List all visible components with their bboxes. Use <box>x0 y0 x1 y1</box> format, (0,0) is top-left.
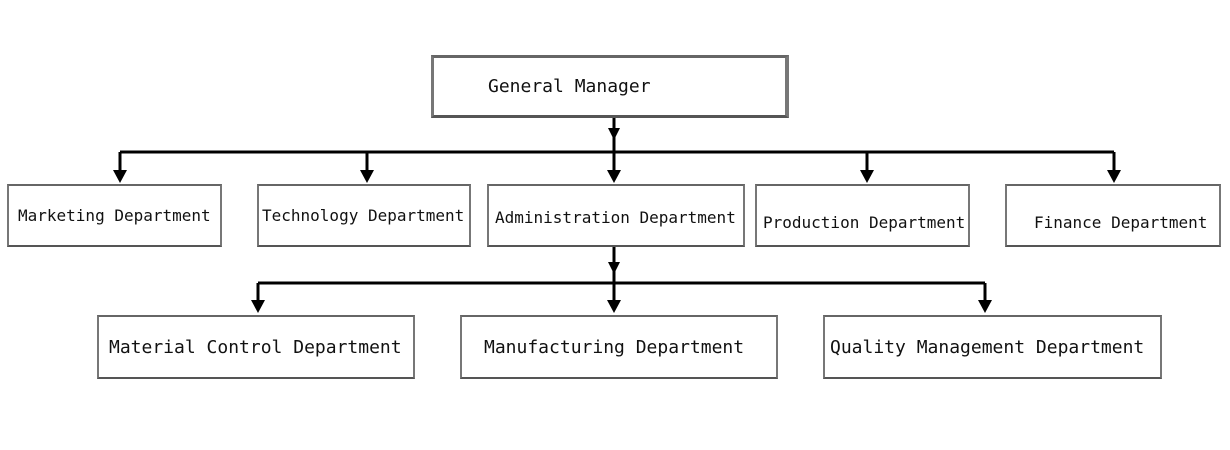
node-label: Quality Management Department <box>830 336 1145 358</box>
node-general-manager: General Manager <box>431 55 789 118</box>
node-marketing-department: Marketing Department <box>7 184 222 247</box>
arrowhead-material <box>251 300 265 313</box>
node-label: Material Control Department <box>109 336 402 358</box>
node-label: Production Department <box>763 213 966 232</box>
node-quality-management-department: Quality Management Department <box>823 315 1162 379</box>
arrowhead-marketing <box>113 170 127 183</box>
arrowhead-root <box>608 128 620 140</box>
arrowhead-production <box>860 170 874 183</box>
node-manufacturing-department: Manufacturing Department <box>460 315 778 379</box>
arrowhead-admin-down <box>608 262 620 274</box>
arrowhead-technology <box>360 170 374 183</box>
node-production-department: Production Department <box>755 184 970 247</box>
arrowhead-manufacturing <box>607 300 621 313</box>
node-material-control-department: Material Control Department <box>97 315 415 379</box>
node-label: General Manager <box>488 76 651 97</box>
node-label: Finance Department <box>1034 213 1208 232</box>
node-label: Manufacturing Department <box>484 336 745 358</box>
node-administration-department: Administration Department <box>487 184 745 247</box>
node-finance-department: Finance Department <box>1005 184 1221 247</box>
arrowhead-finance <box>1107 170 1121 183</box>
node-label: Marketing Department <box>18 206 211 225</box>
node-label: Technology Department <box>262 206 465 225</box>
arrowhead-quality <box>978 300 992 313</box>
node-technology-department: Technology Department <box>257 184 471 247</box>
arrowhead-administration <box>607 170 621 183</box>
node-label: Administration Department <box>495 208 736 227</box>
